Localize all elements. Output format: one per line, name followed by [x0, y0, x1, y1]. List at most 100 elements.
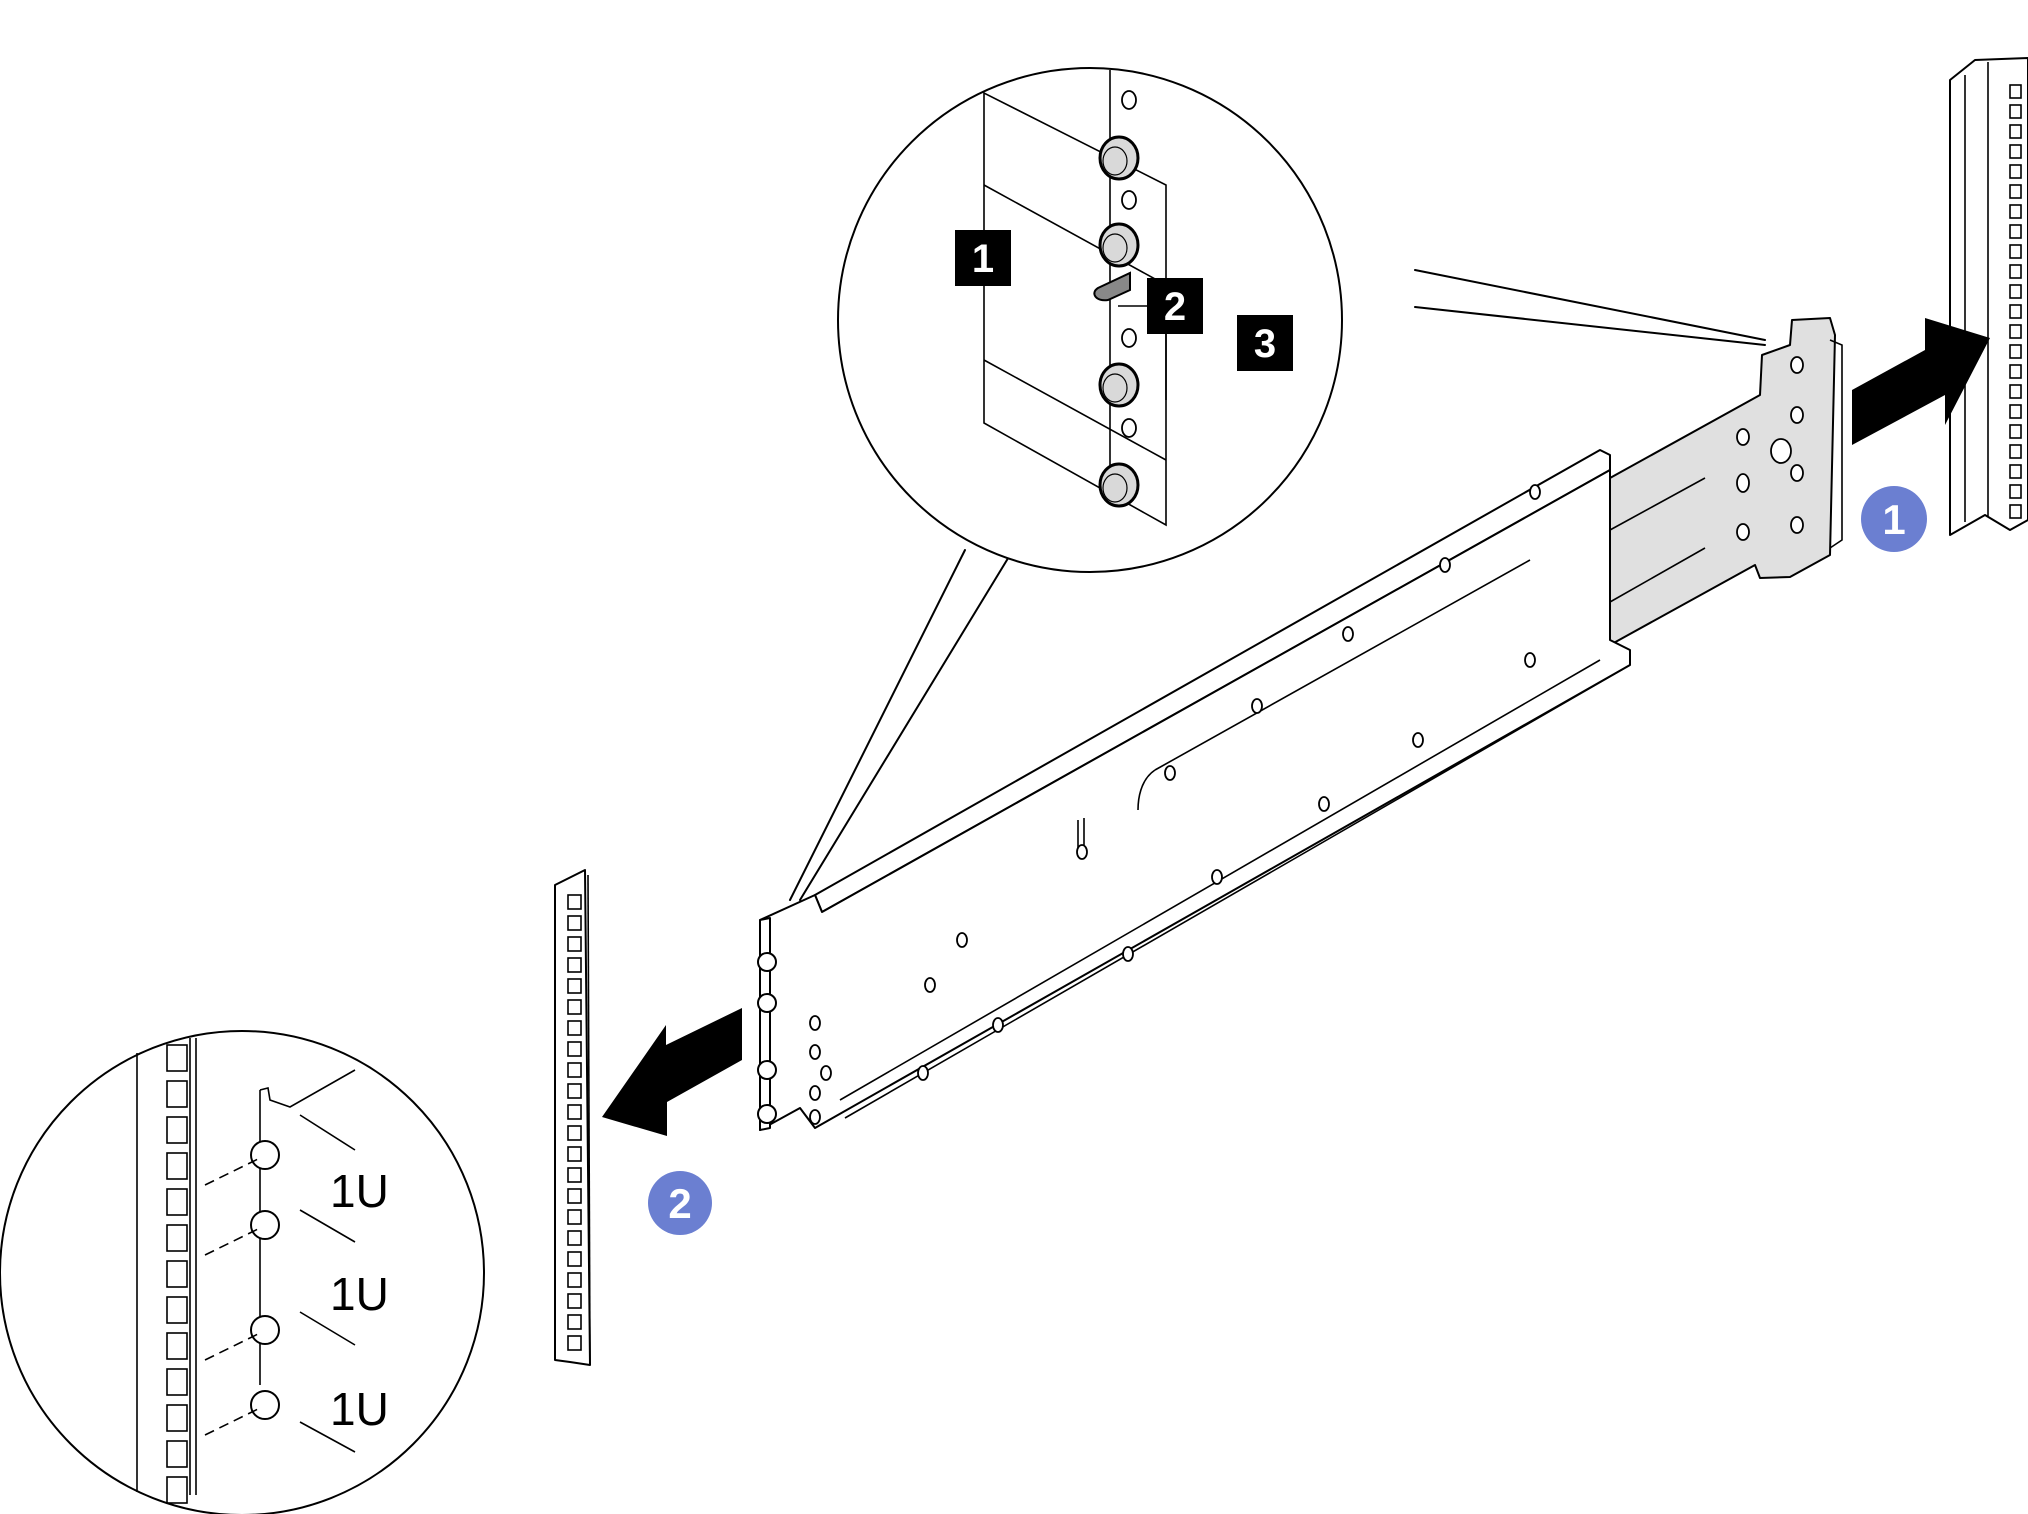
- rack-hole: [567, 1125, 582, 1141]
- rack-hole: [567, 1104, 582, 1120]
- rail-pin: [757, 952, 777, 972]
- rack-hole: [567, 936, 582, 952]
- rack-hole: [166, 1152, 188, 1180]
- rack-hole: [567, 1041, 582, 1057]
- rack-hole: [2009, 464, 2022, 479]
- rack-hole: [567, 978, 582, 994]
- rack-hole: [2009, 504, 2022, 519]
- rack-hole: [567, 915, 582, 931]
- rail-hole: [1342, 626, 1354, 642]
- rack-hole: [567, 1314, 582, 1330]
- rear-rack-post: [1949, 57, 2028, 536]
- step-1-arrow-icon: [1852, 318, 1990, 445]
- callout-1-number: 1: [972, 237, 994, 281]
- rack-hole: [567, 1293, 582, 1309]
- callout-3-number: 3: [1254, 322, 1276, 366]
- rack-hole: [2009, 84, 2022, 99]
- rack-hole: [567, 957, 582, 973]
- rack-hole: [166, 1332, 188, 1360]
- rail-hole: [917, 1065, 929, 1081]
- rack-hole: [166, 1296, 188, 1324]
- rail-pin: [1098, 362, 1140, 408]
- rack-hole: [567, 894, 582, 910]
- rack-hole: [166, 1044, 188, 1072]
- rack-hole: [166, 1080, 188, 1108]
- rack-hole: [2009, 364, 2022, 379]
- rail-hole: [809, 1085, 821, 1101]
- rack-hole: [567, 1188, 582, 1204]
- rail-hole: [1211, 869, 1223, 885]
- rack-hole: [2009, 404, 2022, 419]
- rack-hole: [166, 1116, 188, 1144]
- rail-hole: [924, 977, 936, 993]
- rack-hole: [2009, 444, 2022, 459]
- rack-hole: [2009, 204, 2022, 219]
- unit-label-2: 1U: [330, 1268, 389, 1320]
- rail-pin: [1098, 222, 1140, 268]
- front-rack-post: [554, 869, 591, 1366]
- rail-pin: [250, 1390, 280, 1420]
- rack-hole: [166, 1188, 188, 1216]
- rack-hole: [2009, 184, 2022, 199]
- rack-hole: [567, 1062, 582, 1078]
- rack-hole: [2009, 284, 2022, 299]
- rail-hole: [1412, 732, 1424, 748]
- rack-hole: [567, 1167, 582, 1183]
- callout-1: 1: [955, 230, 1011, 286]
- rack-hole: [1121, 328, 1137, 348]
- rack-hole: [2009, 384, 2022, 399]
- rack-hole: [2009, 124, 2022, 139]
- rail-pin: [250, 1210, 280, 1240]
- rack-hole: [2009, 304, 2022, 319]
- rail-hole: [809, 1109, 821, 1125]
- rack-hole: [1121, 90, 1137, 110]
- callout-3: 3: [1237, 315, 1293, 371]
- step-1-number: 1: [1882, 496, 1905, 543]
- rail-hole: [1076, 844, 1088, 860]
- rack-hole: [567, 1020, 582, 1036]
- callout-2-number: 2: [1164, 285, 1186, 329]
- rail-hole: [1164, 765, 1176, 781]
- rail-pin: [757, 993, 777, 1013]
- rail-hole: [1524, 652, 1536, 668]
- rack-hole: [2009, 224, 2022, 239]
- step-2-arrow-icon: [602, 1008, 742, 1136]
- unit-label-3: 1U: [330, 1383, 389, 1435]
- rear-rail-bracket: [1609, 317, 1843, 646]
- rack-hole: [567, 999, 582, 1015]
- rack-hole: [1121, 418, 1137, 438]
- rack-hole: [166, 1404, 188, 1432]
- rack-hole: [567, 1230, 582, 1246]
- rack-hole: [567, 1251, 582, 1267]
- rack-hole: [2009, 104, 2022, 119]
- rail-hole: [1439, 557, 1451, 573]
- rack-hole: [2009, 344, 2022, 359]
- rack-hole: [1121, 190, 1137, 210]
- rail-pin: [757, 1104, 777, 1124]
- step-2-number: 2: [668, 1180, 691, 1227]
- rail-pin: [1098, 462, 1140, 508]
- rail-pin: [757, 1060, 777, 1080]
- rack-hole: [166, 1368, 188, 1396]
- rack-hole: [2009, 324, 2022, 339]
- rack-hole: [166, 1224, 188, 1252]
- rack-hole: [567, 1146, 582, 1162]
- rack-hole: [166, 1260, 188, 1288]
- step-1-badge: 1: [1861, 486, 1927, 552]
- main-rail: [757, 449, 1631, 1131]
- rack-hole: [166, 1476, 188, 1504]
- callout-2: 2: [1147, 278, 1203, 334]
- step-2-badge: 2: [648, 1171, 712, 1235]
- rail-hole: [809, 1044, 821, 1060]
- rack-hole: [567, 1272, 582, 1288]
- rack-hole: [567, 1209, 582, 1225]
- rail-hole: [820, 1065, 832, 1081]
- rack-hole: [2009, 164, 2022, 179]
- rail-hole: [1251, 698, 1263, 714]
- rail-hole: [992, 1017, 1004, 1033]
- rail-hole: [956, 932, 968, 948]
- rack-hole: [567, 1335, 582, 1351]
- rack-hole: [2009, 484, 2022, 499]
- rail-hole: [1122, 946, 1134, 962]
- rail-pin: [250, 1315, 280, 1345]
